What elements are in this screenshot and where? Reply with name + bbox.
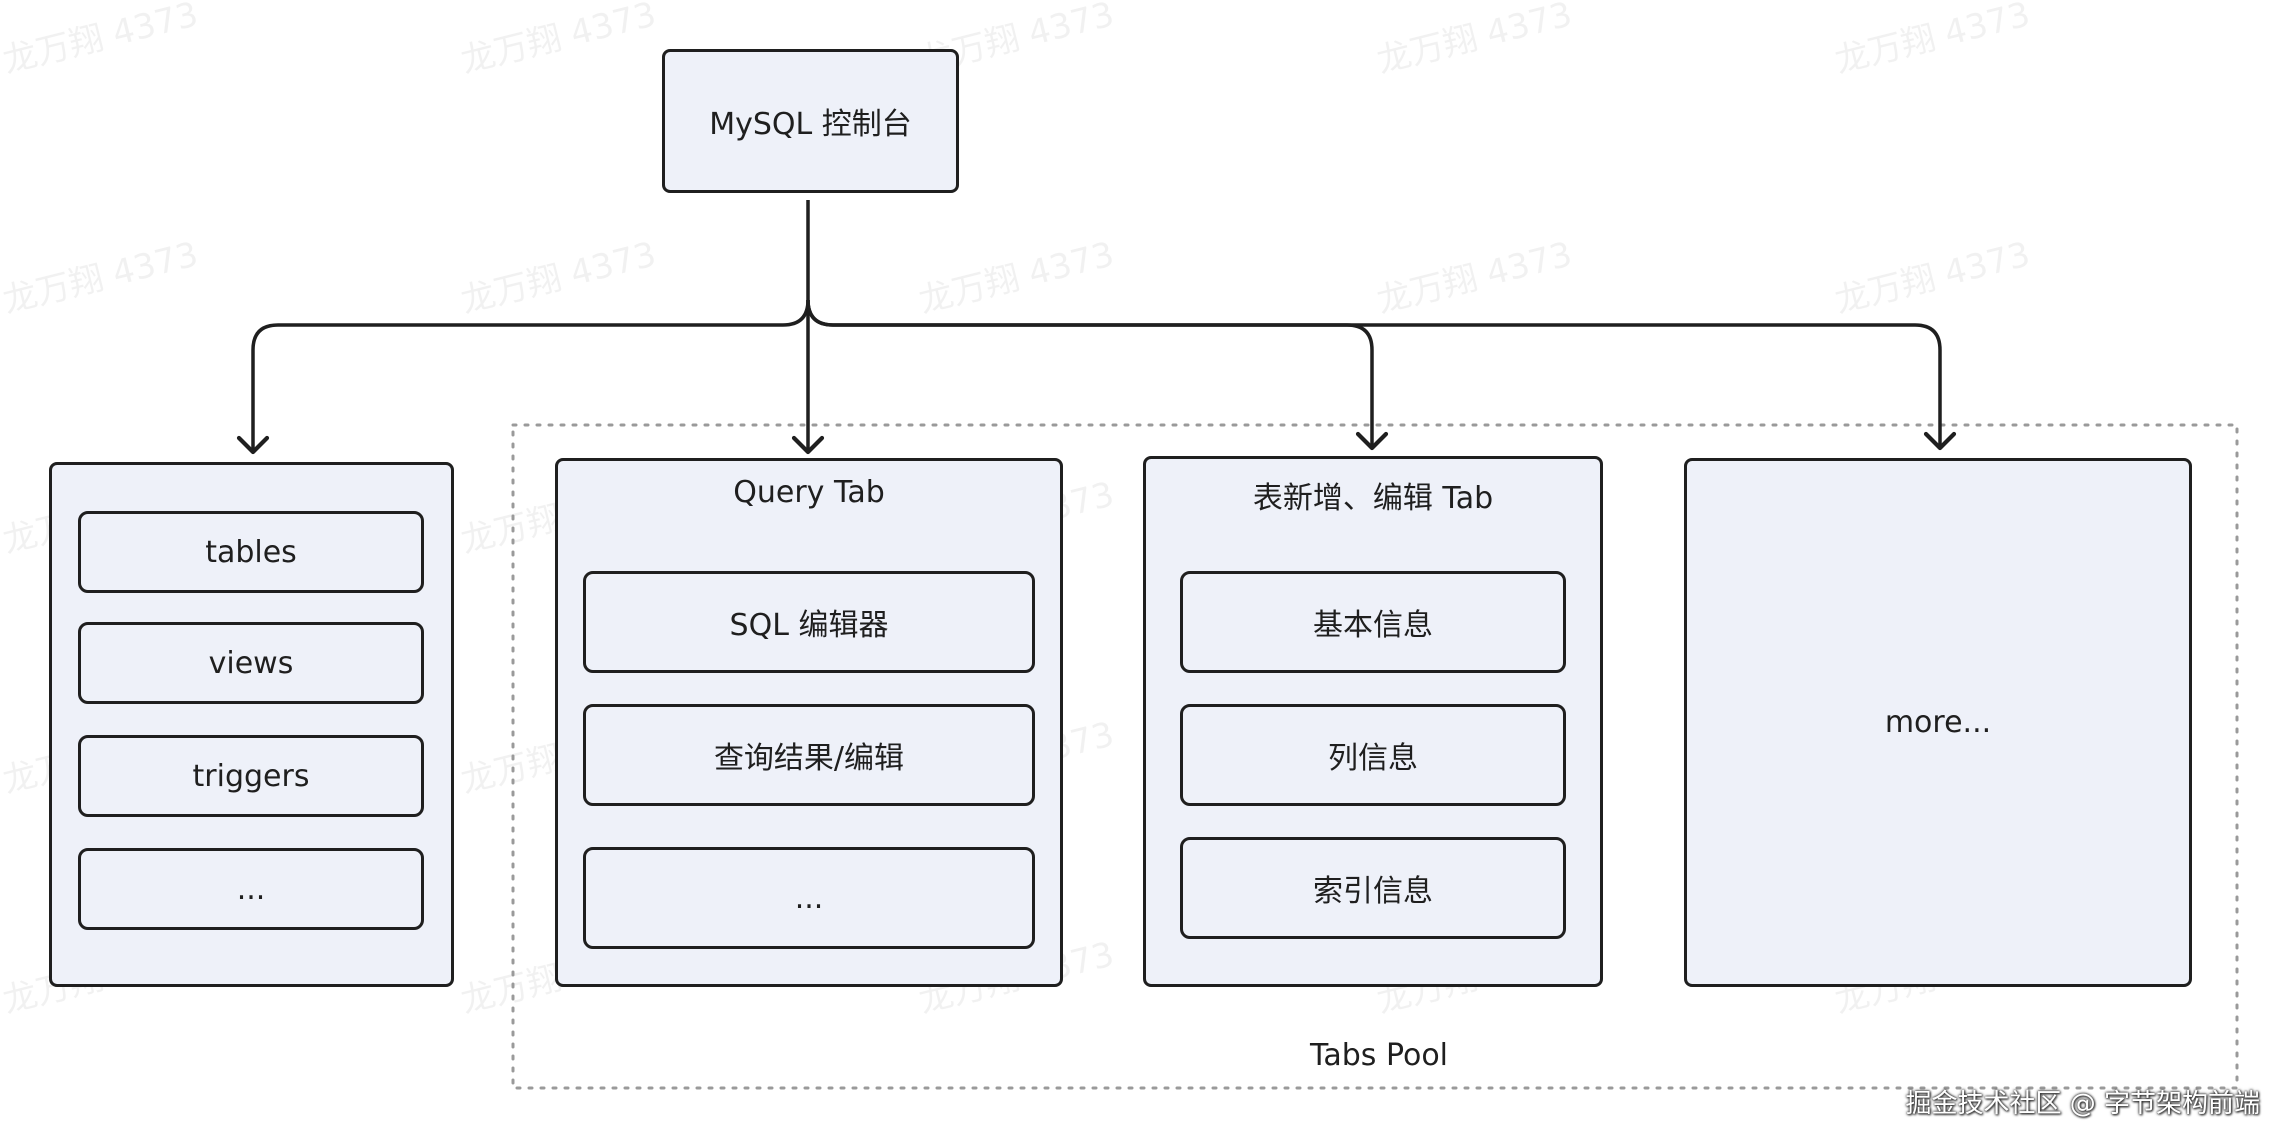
connector-to-more-tab <box>806 299 1957 451</box>
sidebar-item-more: ... <box>78 848 424 930</box>
query-tab-item-sql-editor: SQL 编辑器 <box>583 571 1035 673</box>
more-tab-label: more... <box>1884 705 1992 740</box>
connector-to-sidebar <box>236 299 810 455</box>
tabs-pool-boundary <box>511 423 2239 1090</box>
table-tab-item-basic-info: 基本信息 <box>1180 571 1566 673</box>
sidebar-item-tables: tables <box>78 511 424 593</box>
tabs-pool-label: Tabs Pool <box>1310 1038 1449 1073</box>
table-tab-item-index-info: 索引信息 <box>1180 837 1566 939</box>
query-tab-title: Query Tab <box>733 475 885 510</box>
root-node-label: MySQL 控制台 <box>709 107 912 142</box>
more-tab-box: more... <box>1684 458 2192 987</box>
table-tab-title: 表新增、编辑 Tab <box>1252 481 1494 516</box>
query-tab-item-more: ... <box>583 847 1035 949</box>
table-tab-item-column-info: 列信息 <box>1180 704 1566 806</box>
query-tab-item-results: 查询结果/编辑 <box>583 704 1035 806</box>
footer-credit: 掘金技术社区 @ 字节架构前端 <box>1905 1089 2260 1119</box>
sidebar-item-views: views <box>78 622 424 704</box>
sidebar-item-triggers: triggers <box>78 735 424 817</box>
root-node: MySQL 控制台 <box>662 49 959 193</box>
